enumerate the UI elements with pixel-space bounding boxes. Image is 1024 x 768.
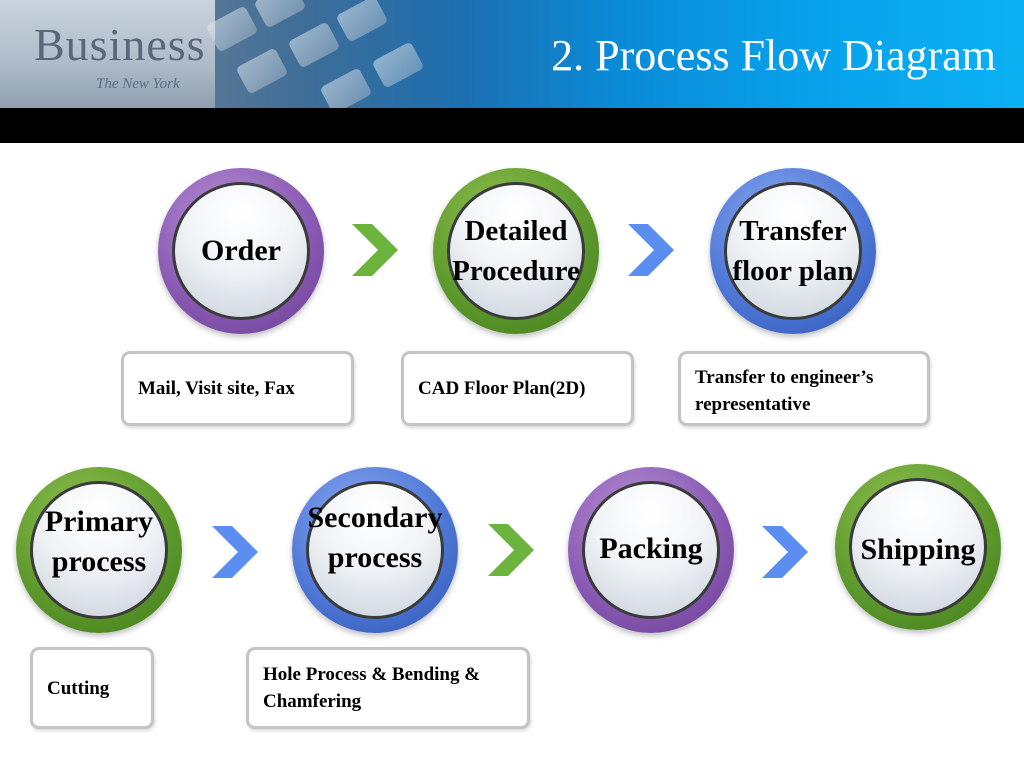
- step-secondary-process-node: Secondary process: [292, 467, 458, 633]
- step-packing-disc: [582, 481, 720, 619]
- step-primary-process-description-box: Cutting: [30, 647, 154, 729]
- arrow-5-chevron-icon: [762, 526, 808, 578]
- step-order-description: Mail, Visit site, Fax: [138, 378, 295, 399]
- step-order-label: Order: [201, 234, 281, 267]
- arrow-1-chevron-icon: [352, 224, 398, 276]
- step-order-node: Order: [158, 168, 324, 334]
- step-secondary-process-description-box: Hole Process & Bending & Chamfering: [246, 647, 530, 729]
- step-packing-label: Packing: [599, 532, 703, 565]
- step-primary-process-node: Primary process: [16, 467, 182, 633]
- step-secondary-process-disc: [306, 481, 444, 619]
- step-transfer-floor-plan-description-box: Transfer to engineer’s representative: [678, 351, 930, 426]
- arrow-4-chevron-icon: [488, 524, 534, 576]
- step-transfer-floor-plan-disc: [724, 182, 862, 320]
- newspaper-masthead-text: Business: [34, 19, 206, 70]
- step-transfer-floor-plan-node: Transfer floor plan: [710, 168, 876, 334]
- keyboard-image: [200, 0, 440, 108]
- step-shipping-disc: [849, 478, 987, 616]
- newspaper-image: Business The New York: [0, 0, 215, 108]
- step-primary-process-description: Cutting: [47, 677, 110, 699]
- step-secondary-process-description: Hole Process & Bending & Chamfering: [263, 664, 481, 712]
- step-shipping-node: Shipping: [835, 464, 1001, 630]
- step-secondary-process-label: Secondary process: [307, 501, 443, 574]
- step-transfer-floor-plan-label: Transfer floor plan: [732, 215, 854, 287]
- step-transfer-floor-plan-description: Transfer to engineer’s representative: [695, 367, 874, 415]
- header-banner: Business The New York 2. Process Flow Di…: [0, 0, 1024, 108]
- step-order-disc: [172, 182, 310, 320]
- step-primary-process-label: Primary process: [44, 505, 154, 578]
- step-detailed-procedure-description-box: CAD Floor Plan(2D): [401, 351, 634, 426]
- newspaper-subtext: The New York: [96, 76, 180, 92]
- arrow-2-chevron-icon: [628, 224, 674, 276]
- page-title: 2. Process Flow Diagram: [551, 31, 996, 80]
- step-detailed-procedure-label: Detailed Procedure: [452, 215, 580, 287]
- step-packing-node: Packing: [568, 467, 734, 633]
- arrow-3-chevron-icon: [212, 526, 258, 578]
- step-detailed-procedure-node: Detailed Procedure: [433, 168, 599, 334]
- step-primary-process-disc: [30, 481, 168, 619]
- step-shipping-label: Shipping: [860, 533, 976, 566]
- step-detailed-procedure-description: CAD Floor Plan(2D): [418, 378, 586, 399]
- step-order-description-box: Mail, Visit site, Fax: [121, 351, 354, 426]
- header-divider-bar: [0, 108, 1024, 143]
- step-detailed-procedure-disc: [447, 182, 585, 320]
